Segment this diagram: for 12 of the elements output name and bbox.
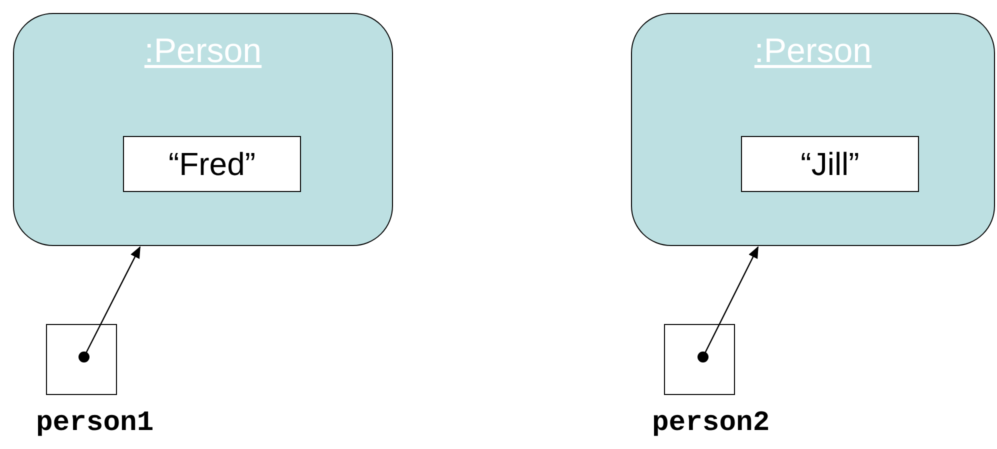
pointer-arrow [698,246,759,362]
object-box [631,13,995,246]
variable-box [46,324,117,395]
variable-box [664,324,735,395]
object-title: :Person [143,32,263,71]
variable-name: person1 [36,408,154,439]
value-box: “Fred” [123,136,301,192]
variable-name: person2 [652,408,770,439]
object-title: :Person [753,32,873,71]
pointer-arrow [78,246,141,362]
object-box [13,13,393,246]
value-box: “Jill” [741,136,919,192]
